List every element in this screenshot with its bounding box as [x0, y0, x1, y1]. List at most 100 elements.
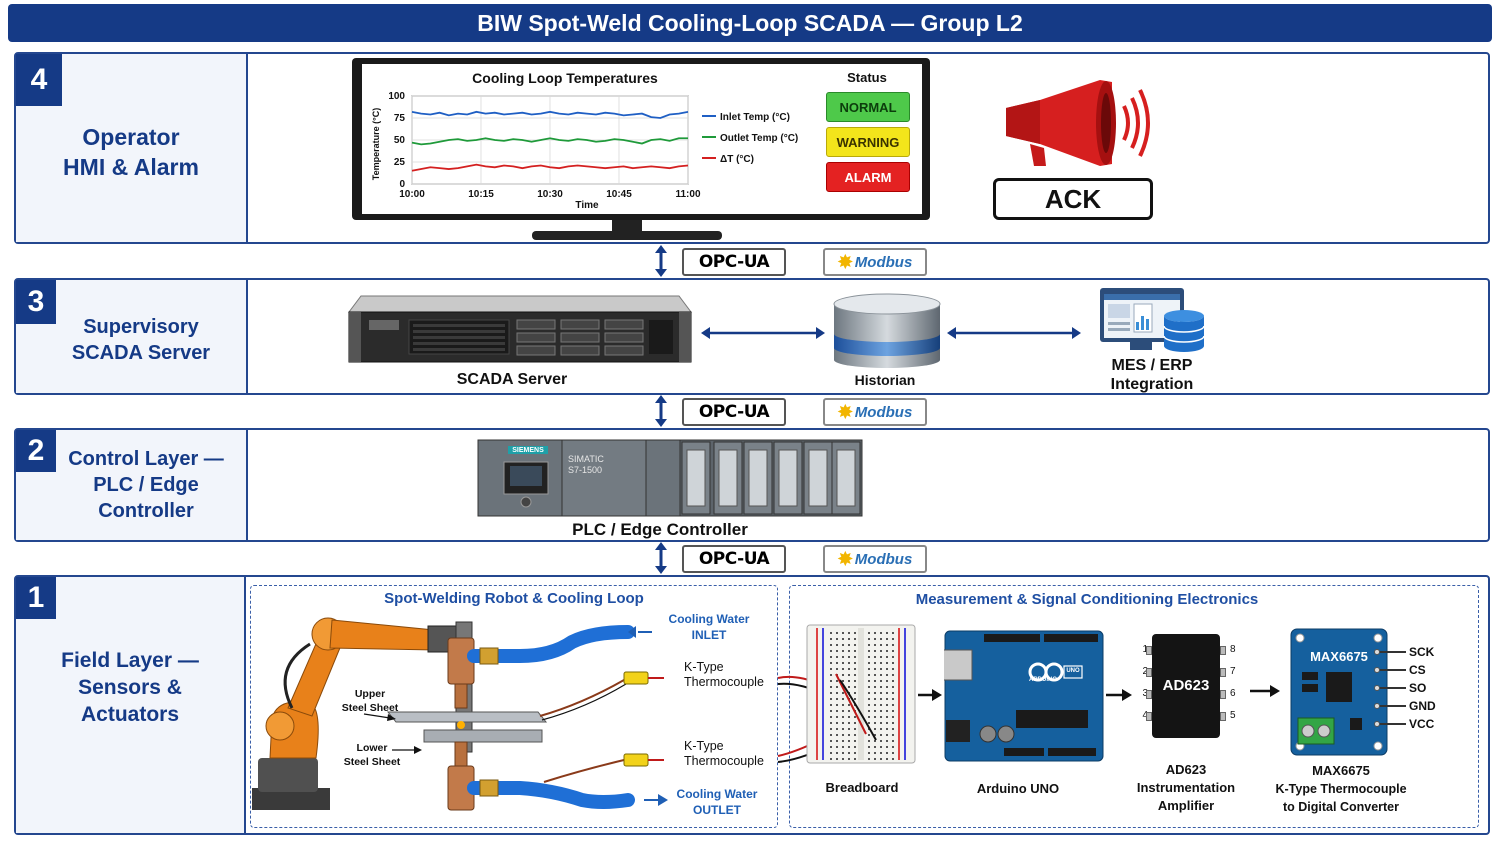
breadboard-hole	[830, 656, 832, 658]
breadboard-hole	[836, 668, 838, 670]
breadboard-hole	[830, 758, 832, 760]
breadboard-hole	[868, 644, 870, 646]
breadboard-hole	[868, 716, 870, 718]
breadboard-hole	[842, 668, 844, 670]
plc-io-terminal	[808, 449, 828, 507]
robot-cooling-panel	[250, 585, 778, 828]
breadboard-hole	[836, 686, 838, 688]
breadboard-hole	[842, 680, 844, 682]
thermocouple-2-label: K-Type Thermocouple	[684, 739, 764, 769]
ad623-pin-label: 5	[1230, 710, 1236, 721]
layer-4-number: 4	[16, 54, 62, 106]
breadboard-hole	[830, 674, 832, 676]
opc-ua-badge: OPC-UA	[682, 545, 786, 573]
temperature-chart: Cooling Loop Temperatures Temperature (°…	[371, 70, 798, 211]
max6675-pin-label: GND	[1409, 699, 1436, 713]
chart-x-tick-label: 10:15	[468, 189, 494, 200]
breadboard-hole	[886, 638, 888, 640]
opc-ua-label: OPC-UA	[698, 402, 770, 422]
chart-series-line	[411, 137, 688, 146]
modbus-label: Modbus	[854, 550, 913, 568]
breadboard-hole	[868, 668, 870, 670]
breadboard-hole	[874, 656, 876, 658]
breadboard-hole	[854, 716, 856, 718]
upper-sheet-label: Upper Steel Sheet	[338, 687, 402, 715]
breadboard-hole	[874, 752, 876, 754]
layer-4-title: Operator HMI & Alarm	[16, 122, 246, 182]
breadboard-hole	[874, 698, 876, 700]
ad623-pin	[1220, 668, 1226, 677]
breadboard-hole	[892, 758, 894, 760]
max6675-pin-line	[1376, 651, 1406, 653]
status-alarm-indicator[interactable]: ALARM	[826, 162, 910, 192]
double-arrow-icon	[655, 395, 667, 427]
breadboard-hole	[874, 668, 876, 670]
breadboard-hole	[848, 728, 850, 730]
breadboard-hole	[842, 656, 844, 658]
thermocouple-1-label: K-Type Thermocouple	[684, 660, 764, 690]
breadboard-hole	[842, 698, 844, 700]
double-arrow-icon	[701, 327, 825, 339]
ad623-pin	[1220, 712, 1226, 721]
breadboard-hole	[842, 752, 844, 754]
layer-2-title-line3: Controller	[98, 500, 194, 522]
breadboard-hole	[868, 734, 870, 736]
breadboard-hole	[868, 692, 870, 694]
layer-1-title-line3: Actuators	[80, 703, 180, 726]
max6675-pin-pad	[1374, 685, 1380, 691]
layer-3-title-line2: SCADA Server	[71, 342, 211, 364]
opc-ua-badge: OPC-UA	[682, 248, 786, 276]
scada-server-label: SCADA Server	[456, 371, 568, 388]
breadboard-hole	[842, 734, 844, 736]
status-normal-indicator[interactable]: NORMAL	[826, 92, 910, 122]
breadboard-hole	[854, 722, 856, 724]
thermocouple-1-label-line1: K-Type	[684, 660, 724, 674]
breadboard-hole	[836, 704, 838, 706]
chart-y-tick-label: 100	[388, 91, 405, 102]
alarm-horn-icon	[1006, 80, 1150, 166]
max6675-pin-pad	[1374, 649, 1380, 655]
breadboard-hole	[854, 644, 856, 646]
ad623-pin	[1220, 646, 1226, 655]
modbus-star-icon: ✸	[837, 251, 853, 272]
breadboard-hole	[848, 722, 850, 724]
breadboard-hole	[836, 644, 838, 646]
breadboard-hole	[886, 632, 888, 634]
breadboard-hole	[886, 674, 888, 676]
ad623-pin-label: 6	[1230, 688, 1236, 699]
breadboard-hole	[848, 752, 850, 754]
electronics-panel	[789, 585, 1479, 828]
modbus-badge: ✸Modbus	[823, 545, 927, 573]
plc-io-terminal	[686, 449, 706, 507]
breadboard-hole	[892, 662, 894, 664]
breadboard-hole	[830, 716, 832, 718]
breadboard-hole	[868, 752, 870, 754]
chart-y-tick-label: 0	[399, 179, 405, 190]
breadboard-hole	[848, 734, 850, 736]
breadboard-hole	[874, 728, 876, 730]
breadboard-hole	[848, 674, 850, 676]
breadboard-hole	[848, 758, 850, 760]
thermocouple-1-label-line2: Thermocouple	[684, 675, 764, 689]
plc-label: PLC / Edge Controller	[572, 520, 748, 539]
layer-3-supervisory: 3 Supervisory SCADA Server	[14, 278, 1490, 395]
ack-button[interactable]: ACK	[993, 178, 1153, 220]
modbus-badge: ✸Modbus	[823, 398, 927, 426]
arduino-uno-icon	[944, 630, 1104, 762]
layer-2-label: 2 Control Layer — PLC / Edge Controller	[16, 430, 248, 540]
max6675-board-text: MAX6675	[1310, 649, 1368, 664]
chart-y-tick-label: 25	[394, 157, 406, 168]
breadboard-hole	[874, 734, 876, 736]
breadboard-hole	[892, 668, 894, 670]
breadboard-hole	[836, 656, 838, 658]
breadboard-hole	[830, 686, 832, 688]
breadboard-hole	[874, 644, 876, 646]
chart-title: Cooling Loop Temperatures	[472, 70, 658, 86]
opc-ua-label: OPC-UA	[698, 252, 770, 272]
breadboard-hole	[836, 698, 838, 700]
plc-model-line1: SIMATIC	[568, 454, 604, 464]
breadboard-hole	[836, 632, 838, 634]
page-title: BIW Spot-Weld Cooling-Loop SCADA — Group…	[8, 4, 1492, 42]
breadboard-hole	[892, 692, 894, 694]
status-warning-indicator[interactable]: WARNING	[826, 127, 910, 157]
